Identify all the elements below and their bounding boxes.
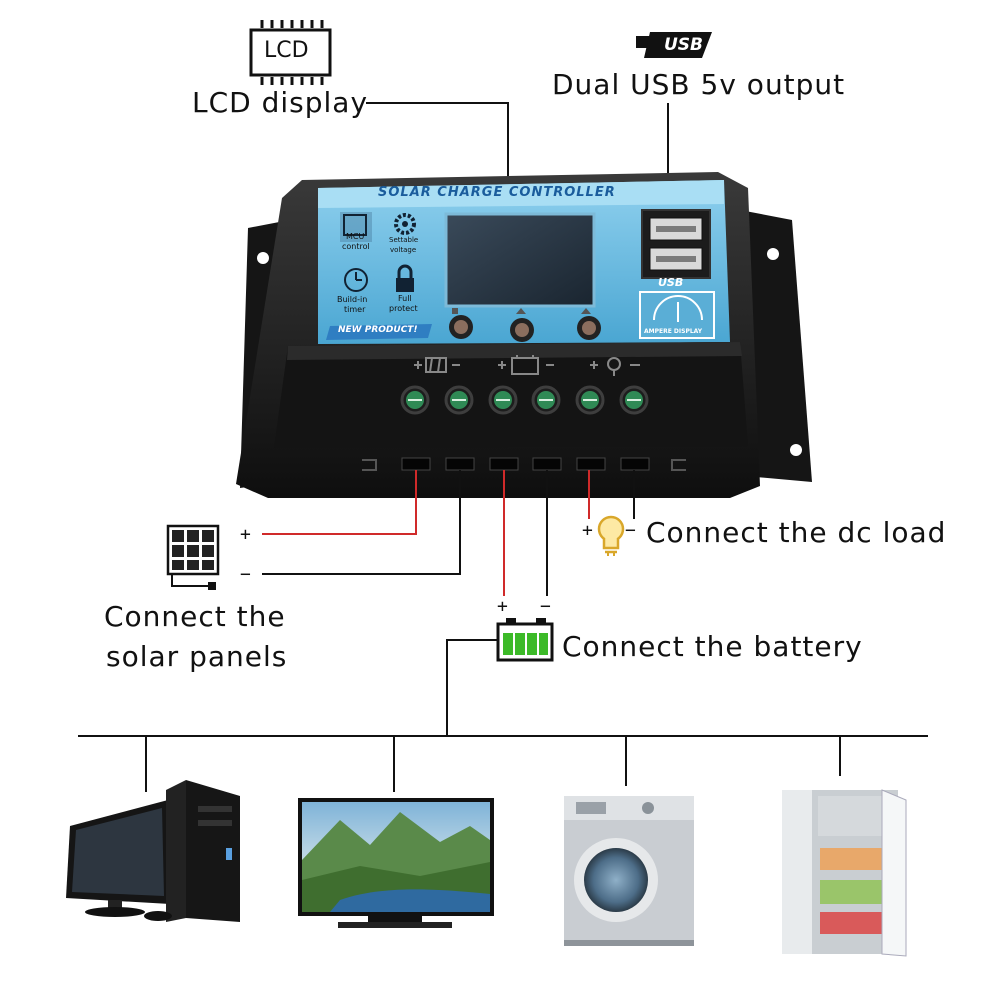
solar-charge-controller (236, 172, 812, 498)
controller-buttons (449, 308, 601, 342)
battery-icon (496, 618, 554, 662)
usb-panel-logo: USB (658, 276, 684, 289)
load-plus-sign: + (582, 520, 593, 541)
solar-minus-sign: − (240, 564, 251, 585)
feature-mcu-line2: control (342, 242, 370, 251)
new-product-badge: NEW PRODUCT! (338, 325, 418, 335)
feature-timer-line2: timer (344, 305, 366, 314)
controller-header-text: SOLAR CHARGE CONTROLLER (378, 185, 616, 200)
controller-lcd-screen (444, 212, 596, 308)
washing-machine-icon (564, 796, 694, 946)
feature-voltage-line2: voltage (390, 246, 417, 254)
lcd-chip-icon (249, 20, 332, 85)
battery-minus-sign: − (540, 596, 551, 617)
lcd-display-label: LCD display (192, 86, 369, 119)
battery-plus-sign: + (497, 596, 508, 617)
screw-terminals (400, 385, 649, 415)
solar-panel-icon (166, 524, 220, 590)
ampere-display-label: AMPERE DISPLAY (644, 328, 703, 335)
usb-plug-icon (636, 32, 712, 58)
battery-label: Connect the battery (562, 630, 863, 663)
desktop-computer-icon (66, 780, 240, 922)
solar-plus-sign: + (240, 524, 251, 545)
solar-label-line2: solar panels (106, 640, 288, 673)
feature-mcu-line1: MCU (346, 232, 365, 241)
feature-timer-line1: Build-in (337, 295, 368, 304)
usb-output-label: Dual USB 5v output (552, 68, 846, 101)
feature-protect-line2: protect (389, 304, 418, 313)
feature-icons (340, 212, 416, 292)
terminal-symbols (414, 355, 640, 376)
refrigerator-icon (782, 789, 907, 957)
wire-entry-slots (401, 457, 650, 471)
feature-voltage-line1: Settable (389, 236, 419, 244)
load-minus-sign: − (625, 520, 636, 541)
light-bulb-icon (597, 515, 625, 556)
lcd-icon-text: LCD (264, 38, 309, 63)
usb-icon-text: USB (664, 35, 704, 55)
dc-load-label: Connect the dc load (646, 516, 947, 549)
television-icon (298, 798, 494, 928)
solar-label-line1: Connect the (104, 600, 286, 633)
feature-protect-line1: Full (398, 294, 412, 303)
wires (78, 470, 928, 792)
